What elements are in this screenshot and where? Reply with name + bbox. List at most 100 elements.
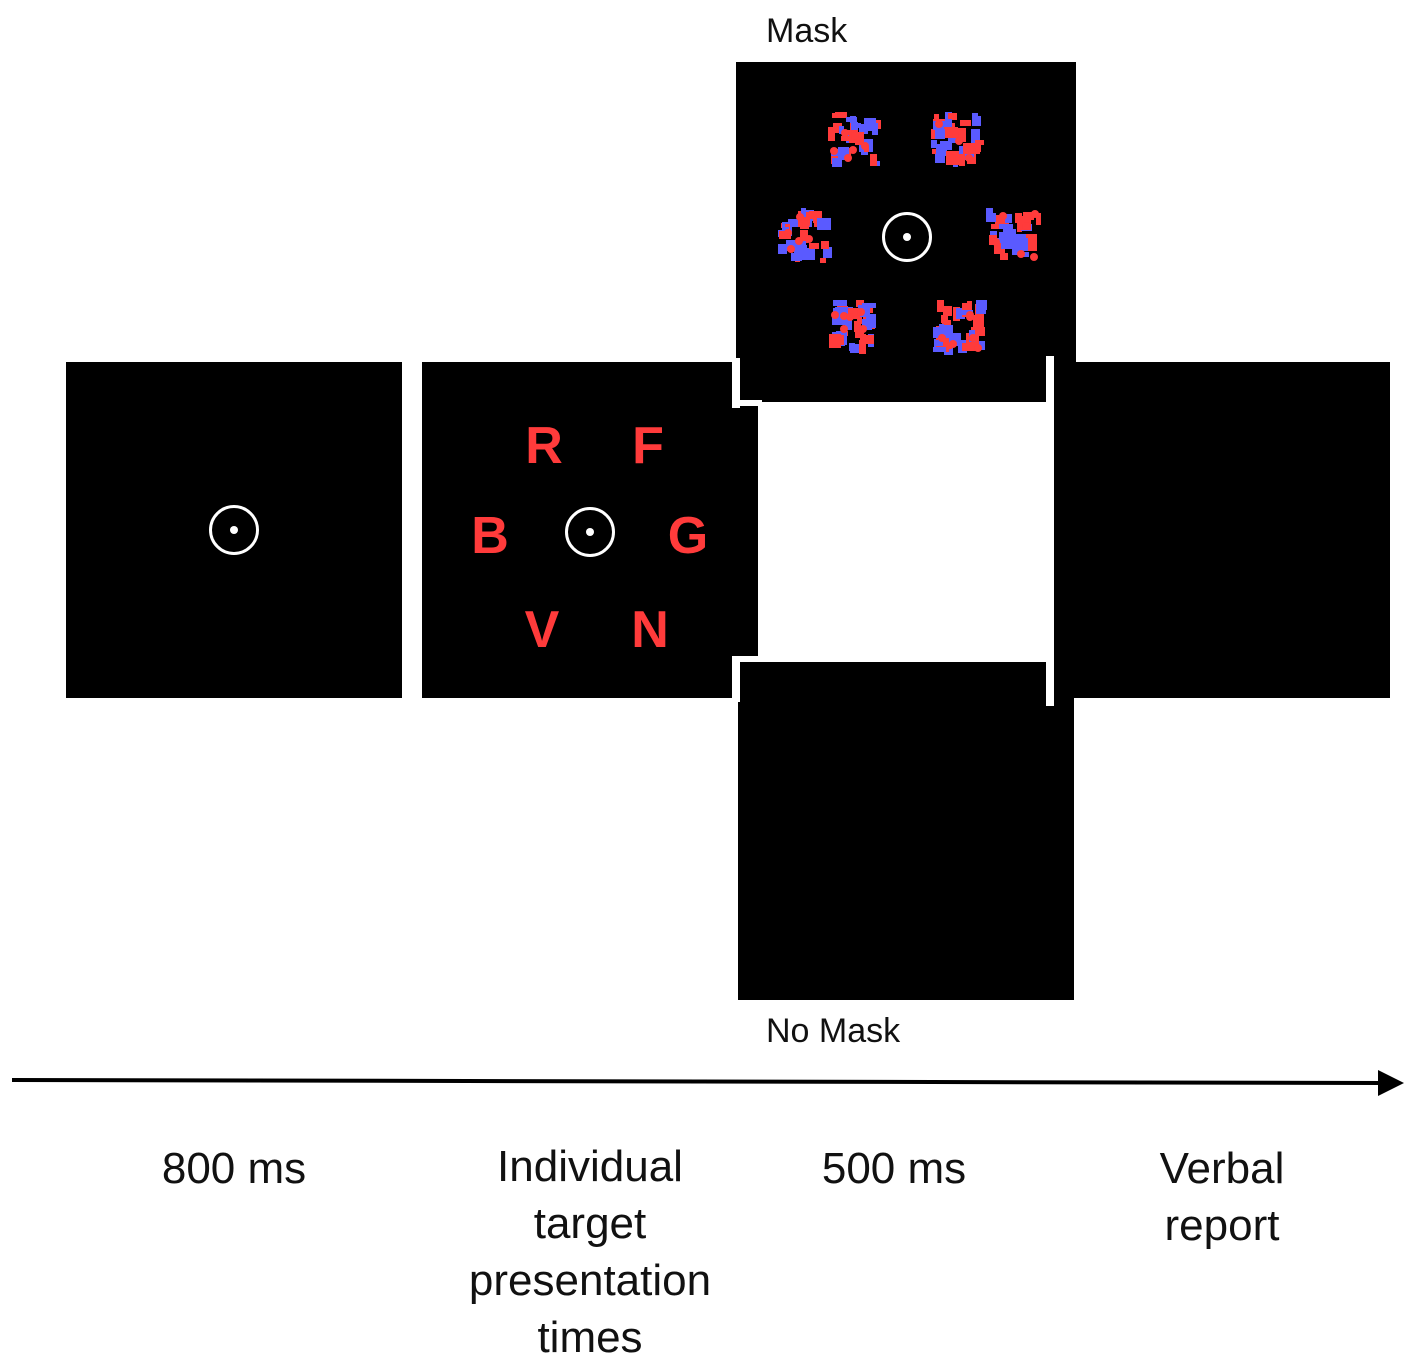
mask-fragment bbox=[802, 220, 810, 228]
mask-fragment bbox=[948, 154, 956, 162]
mask-fragment bbox=[942, 320, 951, 327]
mask-fragment bbox=[962, 343, 976, 351]
mask-fragment bbox=[935, 154, 945, 163]
mask-fragment bbox=[999, 224, 1013, 229]
mask-fragment bbox=[838, 147, 849, 160]
mask-fragment bbox=[831, 311, 839, 319]
mask-fragment bbox=[1023, 252, 1029, 257]
target-letter: N bbox=[631, 601, 669, 659]
mask-fragment bbox=[859, 124, 868, 134]
mask-fragment bbox=[864, 335, 874, 344]
mask-fragment bbox=[795, 237, 803, 245]
mask-fragment bbox=[955, 137, 963, 145]
mask-fragment bbox=[931, 140, 937, 148]
mask-fragment bbox=[860, 334, 866, 341]
mask-fragment bbox=[965, 154, 973, 162]
mask-fragment bbox=[848, 308, 859, 315]
mask-fragment bbox=[966, 311, 974, 319]
mask-fragment bbox=[857, 308, 865, 316]
screen-separator bbox=[1046, 356, 1054, 406]
mask-fragment bbox=[845, 316, 852, 330]
fixation-screen bbox=[66, 362, 402, 698]
mask-fragment bbox=[798, 218, 804, 227]
mask-fragment bbox=[859, 340, 866, 354]
mask-patch bbox=[986, 208, 1041, 261]
target-letter: V bbox=[524, 601, 560, 659]
mask-fragment bbox=[854, 321, 861, 332]
mask-fragment bbox=[971, 327, 985, 336]
mask-fragment bbox=[841, 129, 849, 137]
target-letter: G bbox=[667, 507, 709, 565]
mask-fragment bbox=[943, 306, 952, 316]
mask-patch bbox=[828, 112, 881, 167]
mask-fragment bbox=[999, 232, 1005, 238]
mask-fragment bbox=[870, 154, 877, 166]
mask-fragment bbox=[971, 129, 980, 143]
mask-fragment bbox=[992, 238, 1000, 246]
screen-separator bbox=[732, 656, 762, 662]
mask-label: Mask bbox=[766, 12, 848, 50]
mask-fragment bbox=[846, 313, 854, 321]
timeline-arrow-icon bbox=[11, 1070, 1404, 1096]
mask-fragment bbox=[851, 132, 859, 140]
mask-fragment bbox=[960, 120, 971, 126]
mask-fragment bbox=[784, 229, 792, 237]
mask-screen bbox=[736, 62, 1076, 402]
mask-fragment bbox=[941, 145, 947, 156]
mask-fragment bbox=[994, 243, 1005, 254]
screen-separator bbox=[732, 656, 740, 702]
mask-fragment bbox=[937, 300, 944, 312]
timeline-label: Verbal report bbox=[1159, 1144, 1285, 1250]
mask-fragment bbox=[933, 327, 946, 338]
mask-fragment bbox=[865, 325, 872, 330]
mask-fragment bbox=[1020, 238, 1028, 251]
mask-fragment bbox=[1031, 210, 1039, 218]
mask-fragment bbox=[846, 117, 857, 122]
mask-fragment bbox=[861, 142, 869, 150]
fixation-point-icon bbox=[565, 507, 615, 557]
mask-fragment bbox=[813, 211, 822, 223]
screen-separator bbox=[732, 358, 740, 408]
mask-fragment bbox=[935, 129, 945, 139]
mask-fragment bbox=[840, 307, 853, 317]
mask-patch bbox=[931, 112, 984, 167]
mask-fragment bbox=[849, 146, 857, 154]
timeline-label: 500 ms bbox=[821, 1144, 967, 1193]
target-screen: R F B G V N bbox=[422, 362, 758, 698]
mask-fragment bbox=[940, 141, 952, 150]
mask-fragment bbox=[830, 147, 838, 155]
mask-fragment bbox=[833, 300, 847, 306]
mask-fragment bbox=[948, 113, 957, 120]
mask-fragment bbox=[829, 334, 841, 348]
response-screen bbox=[1054, 362, 1390, 698]
timeline-label: Individual target presentation times bbox=[468, 1142, 712, 1362]
fixation-point-icon bbox=[882, 212, 932, 262]
mask-fragment bbox=[800, 212, 810, 223]
mask-fragment bbox=[936, 144, 943, 154]
mask-fragment bbox=[868, 306, 873, 313]
mask-fragment bbox=[1030, 253, 1038, 261]
target-letter: F bbox=[632, 417, 664, 475]
mask-fragment bbox=[941, 315, 948, 323]
mask-fragment bbox=[1022, 222, 1030, 230]
mask-fragment bbox=[859, 325, 867, 333]
no-mask-label: No Mask bbox=[766, 1012, 901, 1050]
mask-fragment bbox=[1003, 214, 1012, 223]
mask-fragment bbox=[809, 211, 814, 219]
mask-fragment bbox=[975, 140, 984, 145]
mask-fragment bbox=[855, 332, 864, 338]
mask-fragment bbox=[1000, 253, 1008, 260]
mask-fragment bbox=[855, 132, 864, 145]
mask-fragment bbox=[809, 243, 819, 249]
mask-fragment bbox=[794, 245, 807, 254]
mask-fragment bbox=[787, 245, 795, 253]
mask-fragment bbox=[968, 146, 976, 154]
mask-fragment bbox=[862, 319, 876, 328]
mask-fragment bbox=[850, 344, 859, 353]
mask-fragment bbox=[939, 324, 944, 331]
mask-fragment bbox=[788, 219, 801, 227]
mask-patch bbox=[829, 300, 876, 354]
mask-fragment bbox=[973, 315, 984, 327]
mask-fragment bbox=[960, 310, 973, 315]
mask-fragment bbox=[839, 126, 844, 134]
